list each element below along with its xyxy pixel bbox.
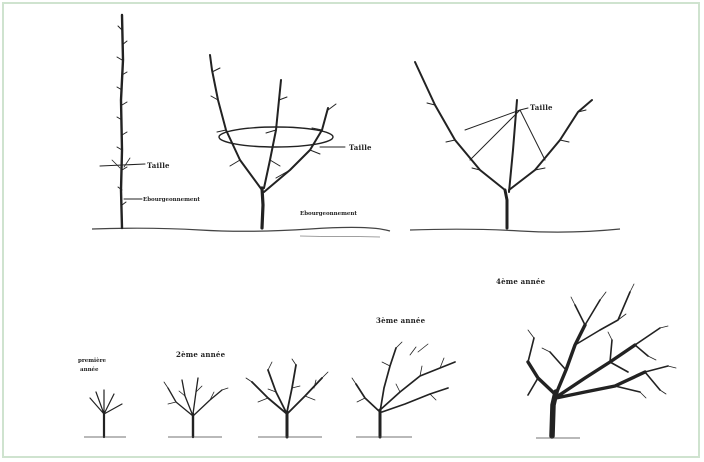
label-ebourgeonnement-2: Ebourgeonnement <box>300 211 357 217</box>
label-year-0-line2: année <box>80 366 99 373</box>
tree-year-1 <box>84 390 126 437</box>
vase-tree <box>210 55 345 228</box>
ground-line-top <box>92 227 620 232</box>
tree-year-2-pruned <box>246 359 328 437</box>
label-year-3: 3ème année <box>376 316 426 325</box>
label-ebourgeonnement-1: Ebourgeonnement <box>143 197 200 203</box>
label-taille-1: Taille <box>147 161 170 170</box>
tree-year-3 <box>352 342 455 437</box>
bottom-panel: première année 2ème année 3ème année <box>78 277 676 438</box>
tree-year-2 <box>164 378 228 437</box>
label-year-0-line1: première <box>78 357 107 364</box>
whip-tree <box>100 15 145 228</box>
label-year-2: 2ème année <box>176 350 226 359</box>
top-panel: Taille Ebourgeonnement Taille Ebourgeonn… <box>92 15 620 237</box>
tree-year-4 <box>528 284 676 438</box>
label-year-4: 4ème année <box>496 277 546 286</box>
v-shaped-tree <box>415 62 592 228</box>
label-taille-2: Taille <box>349 143 372 152</box>
label-taille-3: Taille <box>530 103 553 112</box>
